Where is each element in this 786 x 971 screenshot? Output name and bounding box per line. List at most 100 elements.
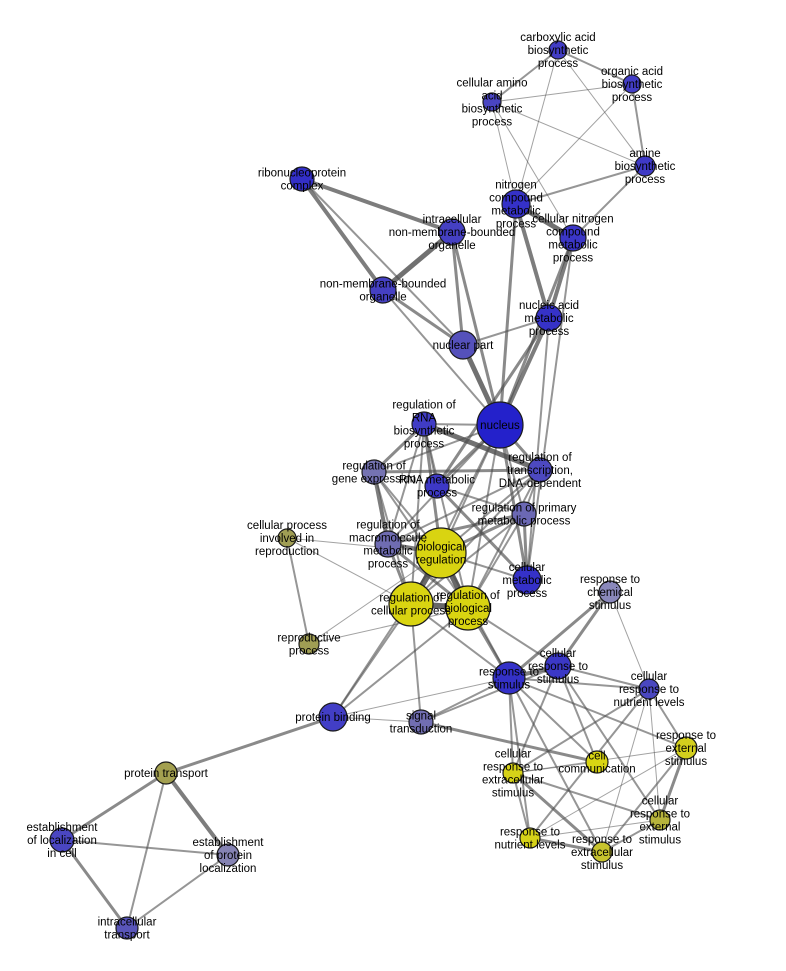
edge-response-to-external-stimulus--response-to-extracellular-stimulus xyxy=(601,747,687,853)
edge-amine-biosynthetic-process--nitrogen-compound-metabolic-process xyxy=(515,165,646,205)
node-protein-binding[interactable] xyxy=(318,702,348,732)
node-response-to-external-stimulus[interactable] xyxy=(674,736,698,760)
edge-cellular-response-to-extracellular-stimulus--response-to-nutrient-levels xyxy=(512,772,531,839)
edge-ribonucleoprotein-complex--non-membrane-bounded-organelle xyxy=(300,177,385,292)
node-cellular-metabolic-process[interactable] xyxy=(512,565,542,595)
edge-regulation-of-macromolecule-metabolic-process--regulation-of-primary-metabolic-process xyxy=(386,512,526,546)
edge-amine-biosynthetic-process--cellular-nitrogen-compound-metabolic-process xyxy=(572,165,646,239)
node-regulation-of-biological-process[interactable] xyxy=(445,585,491,631)
node-response-to-stimulus[interactable] xyxy=(492,661,526,695)
edge-nucleic-acid-metabolic-process--nuclear-part xyxy=(462,317,550,346)
edge-protein-transport--intracellular-transport xyxy=(126,772,167,929)
node-ribonucleoprotein-complex[interactable] xyxy=(289,166,315,192)
edge-cell-communication--signal-transduction xyxy=(419,720,599,764)
node-response-to-extracellular-stimulus[interactable] xyxy=(591,841,613,863)
node-cellular-nitrogen-compound-metabolic-process[interactable] xyxy=(559,224,587,252)
edge-cellular-response-to-stimulus--response-to-chemical-stimulus xyxy=(556,590,612,668)
edge-cellular-response-to-extracellular-stimulus--cellular-response-to-external-stimulus xyxy=(512,772,661,821)
edge-carboxylic-acid-biosynthetic-process--cellular-amino-acid-biosynthetic-process xyxy=(491,49,559,103)
node-regulation-of-primary-metabolic-process[interactable] xyxy=(511,501,537,527)
node-cellular-response-to-extracellular-stimulus[interactable] xyxy=(502,762,524,784)
node-biological-regulation[interactable] xyxy=(415,527,467,579)
edge-nucleus--cellular-metabolic-process xyxy=(498,423,529,582)
node-cellular-amino-acid-biosynthetic-process[interactable] xyxy=(482,92,502,112)
node-intracellular-transport[interactable] xyxy=(115,916,139,940)
edge-establishment-of-localization-in-cell--establishment-of-protein-localization xyxy=(61,839,229,856)
edge-response-to-nutrient-levels--response-to-extracellular-stimulus xyxy=(528,836,604,854)
edge-non-membrane-bounded-organelle--nucleus xyxy=(382,289,501,426)
edge-establishment-of-localization-in-cell--intracellular-transport xyxy=(60,838,129,930)
node-rna-metabolic-process[interactable] xyxy=(424,473,450,499)
edge-protein-binding--regulation-of-cellular-process xyxy=(332,603,412,718)
node-cellular-process-involved-in-reproduction[interactable] xyxy=(277,528,297,548)
edge-protein-transport--establishment-of-localization-in-cell xyxy=(60,771,168,842)
edge-protein-binding--signal-transduction xyxy=(332,716,422,723)
node-regulation-of-gene-expression[interactable] xyxy=(361,459,387,485)
edge-intracellular-non-membrane-bounded-organelle--nucleus xyxy=(450,230,502,427)
edge-cellular-nitrogen-compound-metabolic-process--cellular-metabolic-process xyxy=(526,237,574,581)
edge-organic-acid-biosynthetic-process--nitrogen-compound-metabolic-process xyxy=(515,83,633,205)
node-establishment-of-protein-localization[interactable] xyxy=(216,843,240,867)
edge-establishment-of-protein-localization--intracellular-transport xyxy=(126,854,229,929)
edge-carboxylic-acid-biosynthetic-process--organic-acid-biosynthetic-process xyxy=(557,49,633,85)
edge-cellular-response-to-nutrient-levels--cellular-response-to-extracellular-stimulus xyxy=(512,688,650,774)
node-nucleic-acid-metabolic-process[interactable] xyxy=(535,304,563,332)
node-protein-transport[interactable] xyxy=(154,761,178,785)
node-cellular-response-to-nutrient-levels[interactable] xyxy=(638,678,660,700)
edges-layer xyxy=(60,49,688,930)
node-signal-transduction[interactable] xyxy=(408,709,434,735)
node-establishment-of-localization-in-cell[interactable] xyxy=(49,827,75,853)
node-carboxylic-acid-biosynthetic-process[interactable] xyxy=(548,40,568,60)
edge-response-to-extracellular-stimulus--cellular-response-to-external-stimulus xyxy=(601,819,661,853)
edge-ribonucleoprotein-complex--nuclear-part xyxy=(301,178,464,346)
edge-nitrogen-compound-metabolic-process--nucleic-acid-metabolic-process xyxy=(514,202,551,320)
node-response-to-chemical-stimulus[interactable] xyxy=(598,580,622,604)
edge-regulation-of-rna-biosynthetic-process--regulation-of-macromolecule-metabolic-process xyxy=(387,423,425,545)
edge-carboxylic-acid-biosynthetic-process--nitrogen-compound-metabolic-process xyxy=(515,49,559,205)
edge-cellular-process-involved-in-reproduction--regulation-of-cellular-process xyxy=(286,537,412,605)
node-cell-communication[interactable] xyxy=(585,750,609,774)
edge-ribonucleoprotein-complex--intracellular-non-membrane-bounded-organelle xyxy=(300,177,454,234)
edge-nucleic-acid-metabolic-process--cellular-metabolic-process xyxy=(526,317,550,581)
edge-cellular-response-to-extracellular-stimulus--response-to-extracellular-stimulus xyxy=(511,771,604,854)
edge-protein-binding--regulation-of-biological-process xyxy=(332,607,469,718)
edge-reproductive-process--regulation-of-biological-process xyxy=(308,607,469,645)
edge-cellular-amino-acid-biosynthetic-process--nitrogen-compound-metabolic-process xyxy=(491,101,517,205)
node-response-to-nutrient-levels[interactable] xyxy=(519,827,541,849)
node-nitrogen-compound-metabolic-process[interactable] xyxy=(501,189,531,219)
node-nuclear-part[interactable] xyxy=(448,330,478,360)
node-nucleus[interactable] xyxy=(476,401,524,449)
node-reproductive-process[interactable] xyxy=(298,633,320,655)
edge-regulation-of-rna-biosynthetic-process--regulation-of-transcription-dna-dependent xyxy=(421,421,543,473)
node-cellular-response-to-external-stimulus[interactable] xyxy=(649,809,671,831)
node-regulation-of-cellular-process[interactable] xyxy=(388,581,434,627)
edge-cellular-response-to-nutrient-levels--cellular-response-to-external-stimulus xyxy=(648,688,661,821)
node-regulation-of-rna-biosynthetic-process[interactable] xyxy=(411,411,437,437)
edge-cellular-response-to-nutrient-levels--response-to-extracellular-stimulus xyxy=(601,688,650,853)
edge-carboxylic-acid-biosynthetic-process--amine-biosynthetic-process xyxy=(557,49,646,167)
edge-cellular-amino-acid-biosynthetic-process--amine-biosynthetic-process xyxy=(491,101,646,167)
edge-organic-acid-biosynthetic-process--cellular-amino-acid-biosynthetic-process xyxy=(491,83,633,103)
edge-response-to-stimulus--cell-communication xyxy=(508,677,598,763)
edge-cellular-process-involved-in-reproduction--reproductive-process xyxy=(286,537,310,645)
edge-regulation-of-transcription-dna-dependent--regulation-of-macromolecule-metabolic-process xyxy=(387,469,541,545)
edge-response-to-external-stimulus--response-to-nutrient-levels xyxy=(529,747,687,839)
edge-response-to-external-stimulus--cellular-response-to-external-stimulus xyxy=(658,746,688,822)
edge-protein-transport--establishment-of-protein-localization xyxy=(164,771,230,857)
edge-response-to-stimulus--response-to-chemical-stimulus xyxy=(507,590,612,680)
edge-protein-binding--protein-transport xyxy=(164,715,335,775)
node-cellular-response-to-stimulus[interactable] xyxy=(544,652,572,680)
node-amine-biosynthetic-process[interactable] xyxy=(634,155,656,177)
edge-cell-communication--cellular-response-to-extracellular-stimulus xyxy=(512,761,598,774)
edge-cellular-response-to-stimulus--cellular-response-to-external-stimulus xyxy=(557,665,661,821)
edge-response-to-stimulus--cellular-response-to-nutrient-levels xyxy=(508,677,650,690)
node-non-membrane-bounded-organelle[interactable] xyxy=(369,276,397,304)
node-regulation-of-macromolecule-metabolic-process[interactable] xyxy=(374,530,402,558)
node-regulation-of-transcription-dna-dependent[interactable] xyxy=(527,457,553,483)
node-organic-acid-biosynthetic-process[interactable] xyxy=(622,74,642,94)
edge-regulation-of-transcription-dna-dependent--regulation-of-gene-expression xyxy=(372,468,542,474)
node-intracellular-non-membrane-bounded-organelle[interactable] xyxy=(438,218,466,246)
edge-rna-metabolic-process--regulation-of-primary-metabolic-process xyxy=(436,485,525,515)
